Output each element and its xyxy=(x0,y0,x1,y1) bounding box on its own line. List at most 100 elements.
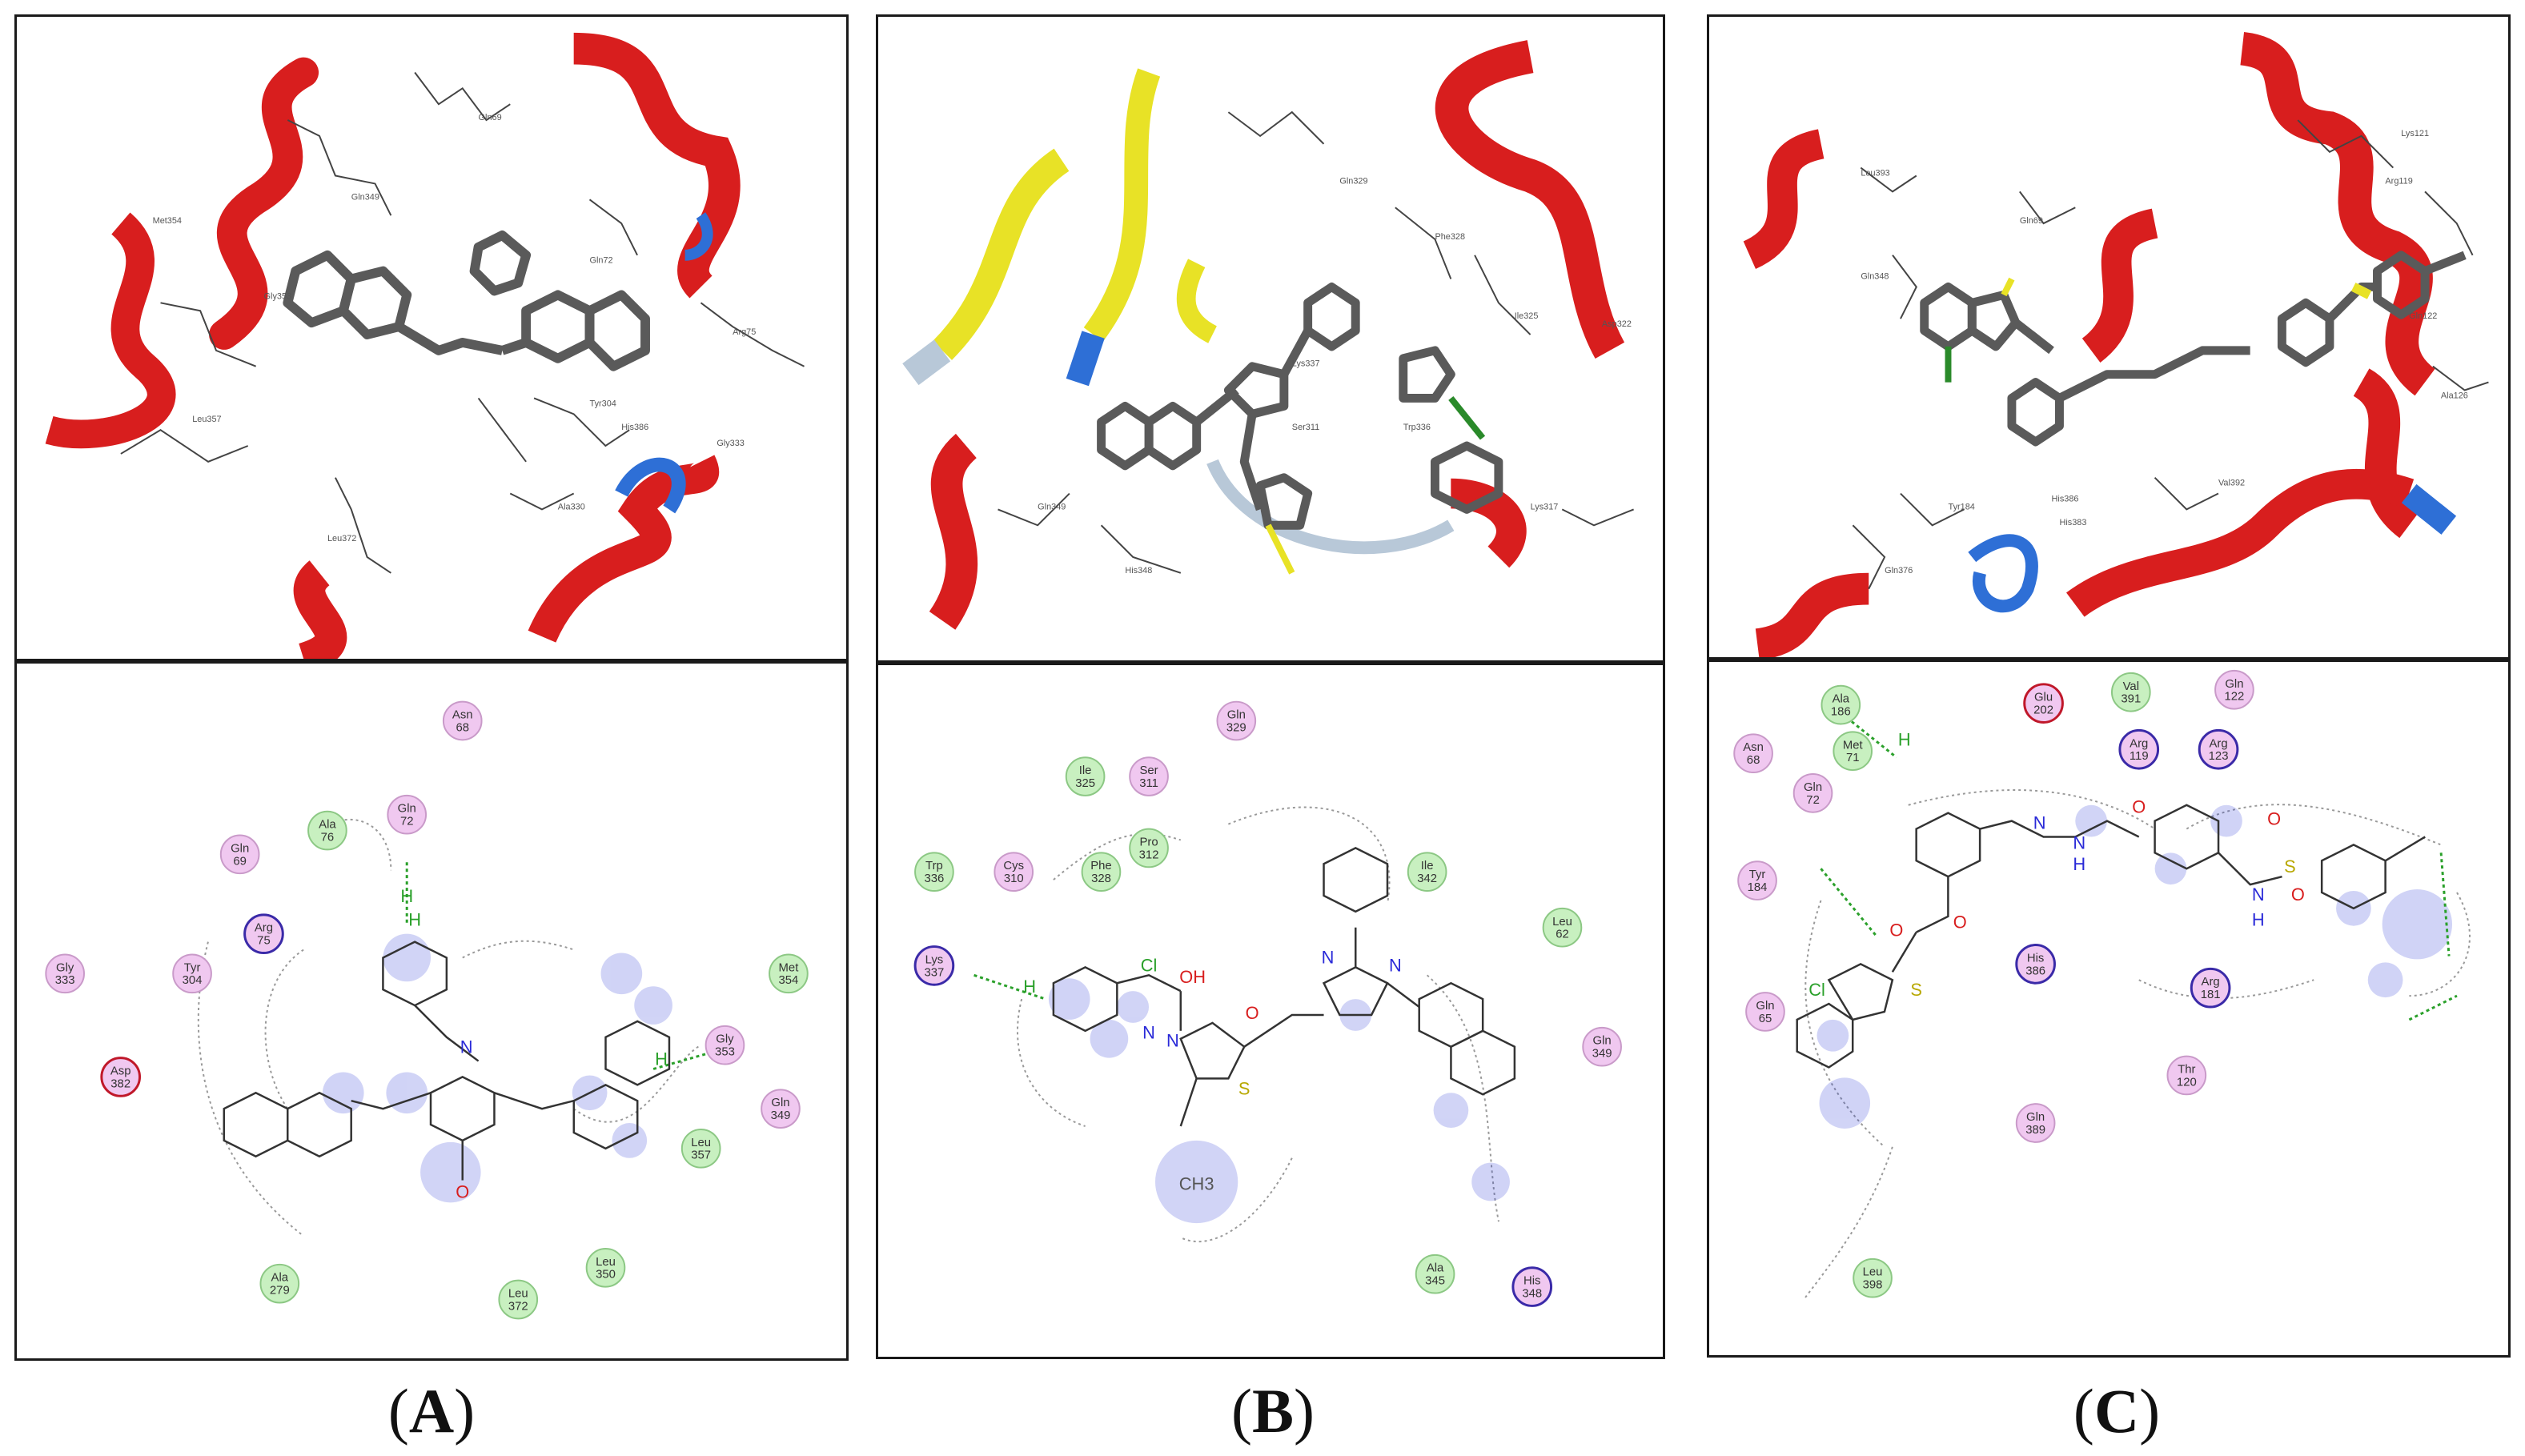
svg-text:357: 357 xyxy=(691,1149,711,1162)
svg-text:398: 398 xyxy=(1863,1279,1883,1292)
panel-a-labels: Gln349 Met354 Gly353 Leu357 Leu372 Gln72… xyxy=(153,113,757,543)
panel-a-3d-view: Gln349 Met354 Gly353 Leu357 Leu372 Gln72… xyxy=(14,14,849,661)
panel-b-3d-view: Gln329 Phe328 Ile325 Asp322 Lys337 Ser31… xyxy=(876,14,1665,663)
svg-text:Gln72: Gln72 xyxy=(590,256,613,266)
residue-node: Lys337 xyxy=(913,945,955,986)
residue-node: Leu357 xyxy=(680,1128,721,1169)
svg-text:329: 329 xyxy=(1226,721,1246,734)
svg-text:Gln: Gln xyxy=(1804,781,1822,794)
svg-text:Gln: Gln xyxy=(2225,678,2243,691)
residue-node: Trp336 xyxy=(914,852,954,892)
svg-text:Ser: Ser xyxy=(1139,764,1158,777)
svg-text:Pro: Pro xyxy=(1139,836,1158,848)
svg-text:372: 372 xyxy=(508,1300,528,1313)
svg-text:72: 72 xyxy=(1806,794,1820,807)
svg-text:Leu: Leu xyxy=(508,1288,528,1301)
svg-text:Ile325: Ile325 xyxy=(1515,311,1539,321)
residue-node: His348 xyxy=(1511,1266,1553,1307)
svg-text:65: 65 xyxy=(1759,1013,1772,1025)
residue-node: Leu372 xyxy=(498,1279,539,1320)
svg-text:Gln349: Gln349 xyxy=(1038,502,1066,511)
svg-text:N: N xyxy=(1322,947,1335,967)
svg-text:391: 391 xyxy=(2121,693,2141,706)
residue-node: Gln122 xyxy=(2214,669,2254,710)
svg-text:325: 325 xyxy=(1075,777,1095,790)
svg-text:Asn: Asn xyxy=(1743,741,1764,754)
svg-text:72: 72 xyxy=(400,816,414,828)
panel-a-ligand-2d xyxy=(223,941,671,1181)
svg-text:Gln: Gln xyxy=(771,1097,789,1109)
svg-text:Ile: Ile xyxy=(1079,764,1092,777)
svg-text:Asn: Asn xyxy=(452,709,473,722)
svg-text:Gln: Gln xyxy=(398,803,416,816)
svg-text:Met354: Met354 xyxy=(153,216,182,226)
svg-text:N: N xyxy=(2252,884,2265,904)
svg-text:Glu: Glu xyxy=(2034,692,2053,704)
svg-text:Gly353: Gly353 xyxy=(264,291,292,301)
svg-text:Ala: Ala xyxy=(1427,1262,1444,1275)
residue-node: Tyr304 xyxy=(172,953,212,994)
svg-text:CH3: CH3 xyxy=(1179,1173,1214,1193)
svg-text:Gln: Gln xyxy=(2026,1111,2045,1124)
svg-text:123: 123 xyxy=(2209,750,2229,763)
svg-text:Gln: Gln xyxy=(231,842,249,855)
svg-text:O: O xyxy=(2267,809,2281,829)
svg-text:O: O xyxy=(1953,913,1967,933)
svg-text:Trp336: Trp336 xyxy=(1403,423,1431,432)
svg-text:75: 75 xyxy=(257,935,271,948)
svg-text:S: S xyxy=(1238,1078,1250,1098)
svg-text:336: 336 xyxy=(925,872,945,885)
svg-text:Ile: Ile xyxy=(1421,860,1434,872)
svg-text:Ala126: Ala126 xyxy=(2441,391,2468,400)
residue-node: Gln349 xyxy=(1582,1026,1622,1067)
svg-text:Leu: Leu xyxy=(1863,1266,1883,1279)
svg-text:Tyr: Tyr xyxy=(184,961,201,974)
svg-text:His383: His383 xyxy=(2059,518,2086,527)
svg-text:Lys317: Lys317 xyxy=(1531,502,1559,511)
svg-text:Trp: Trp xyxy=(925,860,943,872)
svg-text:Arg: Arg xyxy=(2209,737,2227,750)
svg-text:Arg: Arg xyxy=(2202,976,2220,989)
residue-node: Arg75 xyxy=(243,913,284,954)
svg-text:Cl: Cl xyxy=(1808,980,1825,1000)
svg-text:353: 353 xyxy=(715,1046,735,1059)
svg-text:Val: Val xyxy=(2123,680,2139,693)
svg-text:His: His xyxy=(1523,1275,1541,1288)
svg-text:H: H xyxy=(1023,977,1036,997)
panel-a-3d-svg: Gln349 Met354 Gly353 Leu357 Leu372 Gln72… xyxy=(45,32,805,659)
svg-text:Gln329: Gln329 xyxy=(1339,176,1367,186)
svg-text:Cl: Cl xyxy=(1141,955,1158,975)
svg-text:Gly: Gly xyxy=(716,1033,734,1046)
panel-a-exposure xyxy=(322,933,672,1203)
svg-text:Lys: Lys xyxy=(925,953,944,966)
panel-c-3d-svg: Leu393 Gln69 Gln348 Lys121 Arg119 Gln122… xyxy=(1742,31,2489,657)
svg-text:H: H xyxy=(2073,854,2085,874)
panel-a-ligand xyxy=(283,231,650,371)
svg-text:Gln: Gln xyxy=(1227,709,1246,722)
svg-text:Phe: Phe xyxy=(1090,860,1111,872)
svg-text:Ala: Ala xyxy=(271,1272,289,1285)
svg-text:Thr: Thr xyxy=(2178,1063,2195,1076)
svg-text:Asp: Asp xyxy=(110,1065,131,1077)
svg-text:181: 181 xyxy=(2201,989,2221,1001)
residue-node: Arg119 xyxy=(2118,728,2160,770)
svg-text:Gln69: Gln69 xyxy=(479,113,502,122)
svg-text:His348: His348 xyxy=(1125,566,1152,576)
svg-text:S: S xyxy=(2284,856,2296,876)
